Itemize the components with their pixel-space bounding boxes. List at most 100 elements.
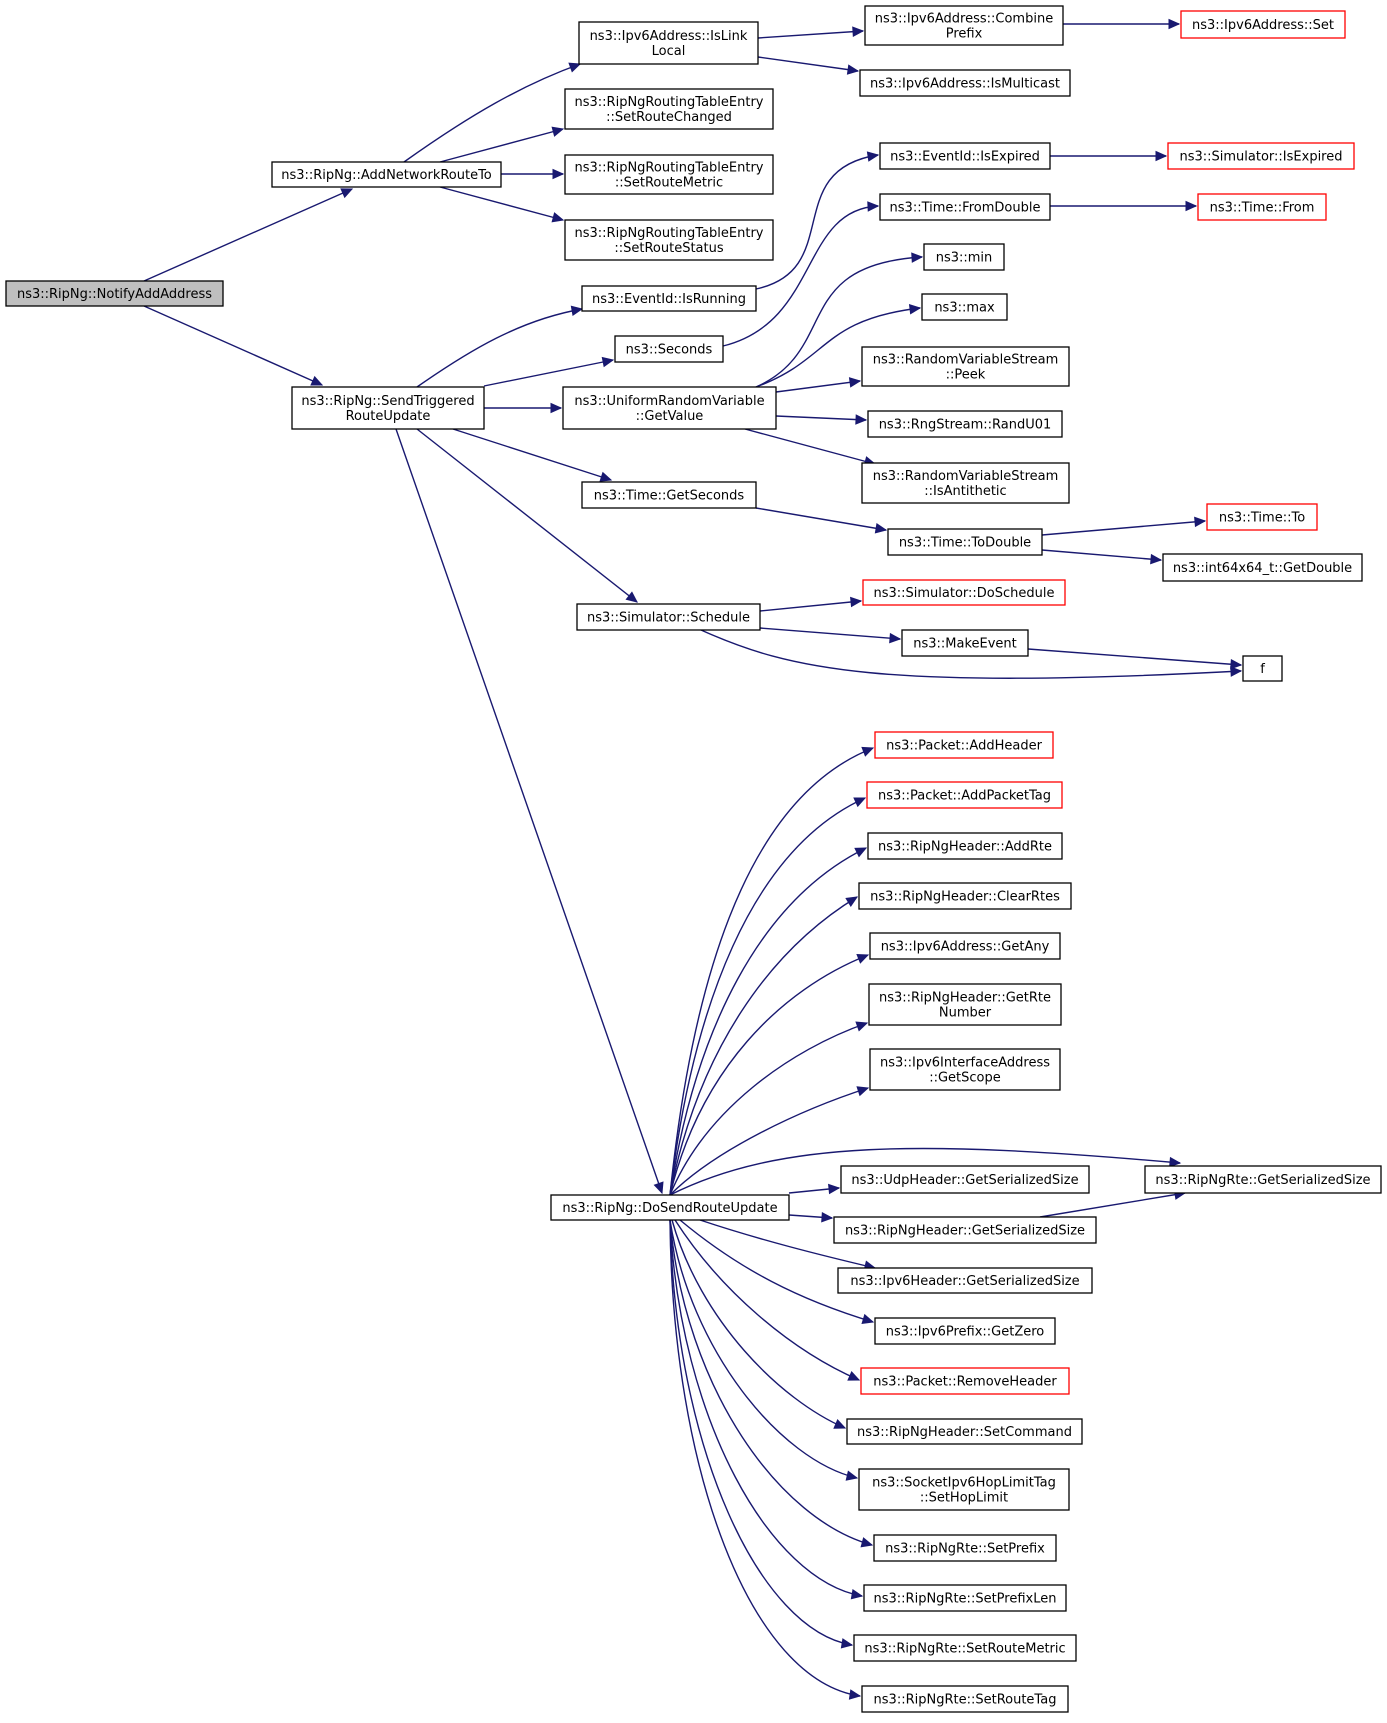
node-label: ns3::RipNgRte::SetPrefix xyxy=(885,1542,1045,1557)
function-node[interactable]: ns3::Simulator::DoSchedule xyxy=(862,579,1066,606)
function-node[interactable]: ns3::Packet::RemoveHeader xyxy=(860,1367,1070,1395)
function-node[interactable]: ns3::RipNg::DoSendRouteUpdate xyxy=(550,1194,790,1221)
node-label: ns3::RipNgHeader::GetSerializedSize xyxy=(845,1224,1085,1239)
arrowhead xyxy=(861,746,875,757)
node-label: ns3::RipNgRte::SetRouteTag xyxy=(874,1693,1057,1708)
call-edge xyxy=(403,62,582,163)
function-node[interactable]: ns3::Simulator::Schedule xyxy=(576,603,761,631)
function-node[interactable]: ns3::RipNg::AddNetworkRouteTo xyxy=(271,161,502,188)
node-box xyxy=(887,528,1043,556)
function-node[interactable]: ns3::RipNgHeader::ClearRtes xyxy=(858,882,1072,910)
node-label: ns3::RipNgRte::SetRouteMetric xyxy=(864,1642,1065,1657)
function-node[interactable]: ns3::int64x64_t::GetDouble xyxy=(1162,553,1363,582)
node-box xyxy=(879,142,1051,170)
function-node[interactable]: ns3::RipNg::NotifyAddAddress xyxy=(5,280,224,307)
function-node[interactable]: ns3::Time::To xyxy=(1206,503,1318,531)
arrowhead xyxy=(1230,658,1243,670)
function-node[interactable]: ns3::RipNgRoutingTableEntry::SetRouteCha… xyxy=(564,88,774,130)
node-label: ns3::RipNgRte::GetSerializedSize xyxy=(1155,1173,1370,1188)
arrowhead xyxy=(845,1470,859,1481)
node-box xyxy=(874,1317,1056,1345)
node-box xyxy=(861,346,1070,387)
function-node[interactable]: ns3::RipNgRte::SetPrefixLen xyxy=(863,1584,1067,1612)
node-box xyxy=(921,293,1008,321)
call-edge xyxy=(669,847,868,1196)
function-node[interactable]: ns3::EventId::IsRunning xyxy=(581,285,757,312)
arrowhead xyxy=(855,1021,869,1032)
function-node[interactable]: ns3::RipNgHeader::AddRte xyxy=(867,832,1063,860)
function-node[interactable]: ns3::Time::From xyxy=(1197,193,1327,221)
function-node[interactable]: ns3::RipNgRoutingTableEntry::SetRouteMet… xyxy=(564,154,774,195)
arrowhead xyxy=(889,632,902,644)
function-node[interactable]: ns3::Ipv6Address::GetAny xyxy=(869,932,1061,960)
node-label: Local xyxy=(652,44,686,59)
function-node[interactable]: ns3::RipNgRte::SetPrefix xyxy=(873,1534,1057,1562)
function-node[interactable]: ns3::Time::ToDouble xyxy=(887,528,1043,556)
node-label: ns3::Ipv6Header::GetSerializedSize xyxy=(850,1274,1079,1289)
call-edge xyxy=(775,377,862,393)
call-edge xyxy=(439,126,565,163)
node-box xyxy=(564,154,774,195)
function-node[interactable]: ns3::Ipv6Header::GetSerializedSize xyxy=(837,1267,1093,1294)
function-node[interactable]: ns3::Time::FromDouble xyxy=(879,193,1051,221)
function-node[interactable]: ns3::Ipv6Address::Set xyxy=(1180,10,1346,39)
call-edge xyxy=(143,305,324,386)
arrowhead xyxy=(850,1589,864,1600)
arrowhead xyxy=(840,1638,854,1649)
node-box xyxy=(291,386,485,430)
function-node[interactable]: ns3::RipNgRte::SetRouteTag xyxy=(861,1685,1069,1713)
function-node[interactable]: ns3::Ipv6InterfaceAddress::GetScope xyxy=(869,1048,1061,1091)
node-box xyxy=(923,243,1005,271)
arrowhead xyxy=(866,151,880,162)
function-node[interactable]: ns3::Packet::AddHeader xyxy=(874,731,1054,759)
arrowhead xyxy=(1168,18,1181,30)
node-box xyxy=(578,21,759,65)
function-node[interactable]: ns3::UdpHeader::GetSerializedSize xyxy=(840,1165,1090,1194)
call-edge xyxy=(669,1219,874,1548)
function-node[interactable]: ns3::RipNgHeader::GetSerializedSize xyxy=(833,1216,1097,1244)
function-node[interactable]: ns3::Seconds xyxy=(614,335,724,363)
node-box xyxy=(840,1165,1090,1194)
function-node[interactable]: ns3::SocketIpv6HopLimitTag::SetHopLimit xyxy=(858,1468,1070,1511)
node-box xyxy=(833,1216,1097,1244)
node-box xyxy=(853,1634,1077,1662)
function-node[interactable]: ns3::Ipv6Address::IsMulticast xyxy=(859,69,1071,97)
node-box xyxy=(1206,503,1318,531)
function-node[interactable]: ns3::Ipv6Prefix::GetZero xyxy=(874,1317,1056,1345)
function-node[interactable]: ns3::RngStream::RandU01 xyxy=(867,410,1063,438)
call-edge xyxy=(679,1219,875,1325)
arrowhead xyxy=(1155,150,1168,162)
node-box xyxy=(901,629,1029,657)
function-node[interactable]: ns3::RipNgRte::GetSerializedSize xyxy=(1144,1165,1382,1194)
function-node[interactable]: ns3::min xyxy=(923,243,1005,271)
call-edge xyxy=(452,428,613,482)
function-node[interactable]: ns3::Simulator::IsExpired xyxy=(1167,142,1355,170)
arrowhead xyxy=(860,1537,874,1548)
function-node[interactable]: ns3::UniformRandomVariable::GetValue xyxy=(562,386,777,430)
node-label: ::IsAntithetic xyxy=(924,484,1006,499)
node-label: ns3::Packet::AddHeader xyxy=(886,739,1042,754)
function-node[interactable]: f xyxy=(1242,655,1283,682)
arrowhead xyxy=(867,201,880,212)
function-node[interactable]: ns3::MakeEvent xyxy=(901,629,1029,657)
call-edge xyxy=(1063,18,1181,30)
function-node[interactable]: ns3::RandomVariableStream::Peek xyxy=(861,346,1070,387)
node-label: ::Peek xyxy=(946,368,986,383)
function-node[interactable]: ns3::Packet::AddPacketTag xyxy=(866,781,1063,809)
node-label: ns3::Packet::AddPacketTag xyxy=(878,789,1051,804)
function-node[interactable]: ns3::RipNgRoutingTableEntry::SetRouteSta… xyxy=(564,219,774,261)
node-label: ns3::EventId::IsExpired xyxy=(890,150,1040,165)
arrowhead xyxy=(1185,200,1198,212)
function-node[interactable]: ns3::max xyxy=(921,293,1008,321)
function-node[interactable]: ns3::RipNgHeader::SetCommand xyxy=(846,1418,1083,1445)
function-node[interactable]: ns3::RandomVariableStream::IsAntithetic xyxy=(861,462,1070,504)
function-node[interactable]: ns3::RipNgRte::SetRouteMetric xyxy=(853,1634,1077,1662)
node-box xyxy=(846,1418,1083,1445)
function-node[interactable]: ns3::Time::GetSeconds xyxy=(581,481,757,509)
function-node[interactable]: ns3::EventId::IsExpired xyxy=(879,142,1051,170)
